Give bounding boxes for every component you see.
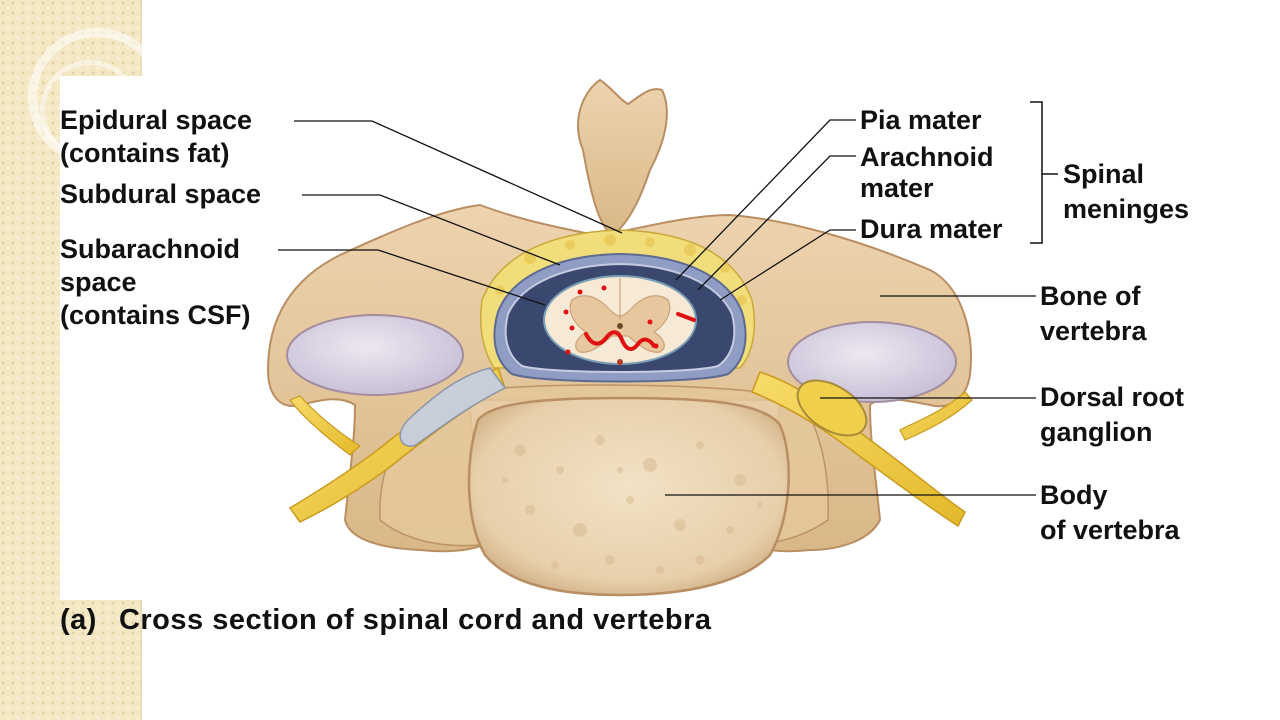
label-line: Body xyxy=(1040,480,1108,510)
label-line: Arachnoid xyxy=(860,142,994,172)
spinal-nerve-right-branch xyxy=(899,391,973,441)
leader-subarachnoid xyxy=(278,249,546,306)
label-line: Pia mater xyxy=(860,105,982,135)
meninges-bracket xyxy=(1030,101,1043,244)
leader-dura xyxy=(719,229,856,301)
figure-part-label: (a) xyxy=(60,604,97,636)
label-dura-mater: Dura mater xyxy=(860,213,1003,246)
label-line: Subarachnoid xyxy=(60,234,241,264)
label-line: Dorsal root xyxy=(1040,382,1185,412)
facet-left xyxy=(286,314,464,396)
dural-sleeve-left xyxy=(399,367,507,447)
label-line: vertebra xyxy=(1040,316,1147,346)
label-subarachnoid-space: Subarachnoid space (contains CSF) xyxy=(60,233,251,332)
cord-vessel xyxy=(617,359,623,365)
spinal-nerve-left-branch xyxy=(289,395,361,456)
label-line: ganglion xyxy=(1040,417,1153,447)
label-line: Dura mater xyxy=(860,214,1003,244)
leader-pia xyxy=(675,119,856,281)
label-line: mater xyxy=(860,173,934,203)
label-line: Spinal xyxy=(1063,159,1145,189)
label-line: meninges xyxy=(1063,194,1190,224)
figure-caption: (a) Cross section of spinal cord and vert… xyxy=(60,604,712,637)
label-pia-mater: Pia mater xyxy=(860,104,982,137)
red-annotation xyxy=(563,285,696,355)
vertebral-body-texture xyxy=(502,435,763,574)
label-spinal-meninges: Spinal meninges xyxy=(1063,157,1189,227)
dorsal-root-ganglion xyxy=(796,379,868,437)
label-body-of-vertebra: Body of vertebra xyxy=(1040,478,1180,548)
label-line: of vertebra xyxy=(1040,515,1180,545)
label-line: (contains CSF) xyxy=(60,300,251,330)
label-arachnoid-mater: Arachnoid mater xyxy=(860,142,994,204)
label-line: Subdural space xyxy=(60,179,262,209)
label-line: Epidural space xyxy=(60,105,253,135)
central-canal xyxy=(617,323,623,329)
figure-caption-text: Cross section of spinal cord and vertebr… xyxy=(118,604,712,636)
label-line: Bone of xyxy=(1040,281,1141,311)
label-epidural-space: Epidural space (contains fat) xyxy=(60,104,252,170)
leader-lines xyxy=(278,119,1036,496)
spinous-process xyxy=(577,78,668,237)
label-line: space xyxy=(60,267,137,297)
leader-arachnoid xyxy=(697,155,856,291)
leader-epidural xyxy=(294,120,623,234)
label-subdural-space: Subdural space xyxy=(60,178,261,211)
label-dorsal-root-ganglion: Dorsal root ganglion xyxy=(1040,380,1184,450)
label-line: (contains fat) xyxy=(60,138,230,168)
leader-subdural xyxy=(302,194,561,266)
label-bone-of-vertebra: Bone of vertebra xyxy=(1040,279,1147,349)
